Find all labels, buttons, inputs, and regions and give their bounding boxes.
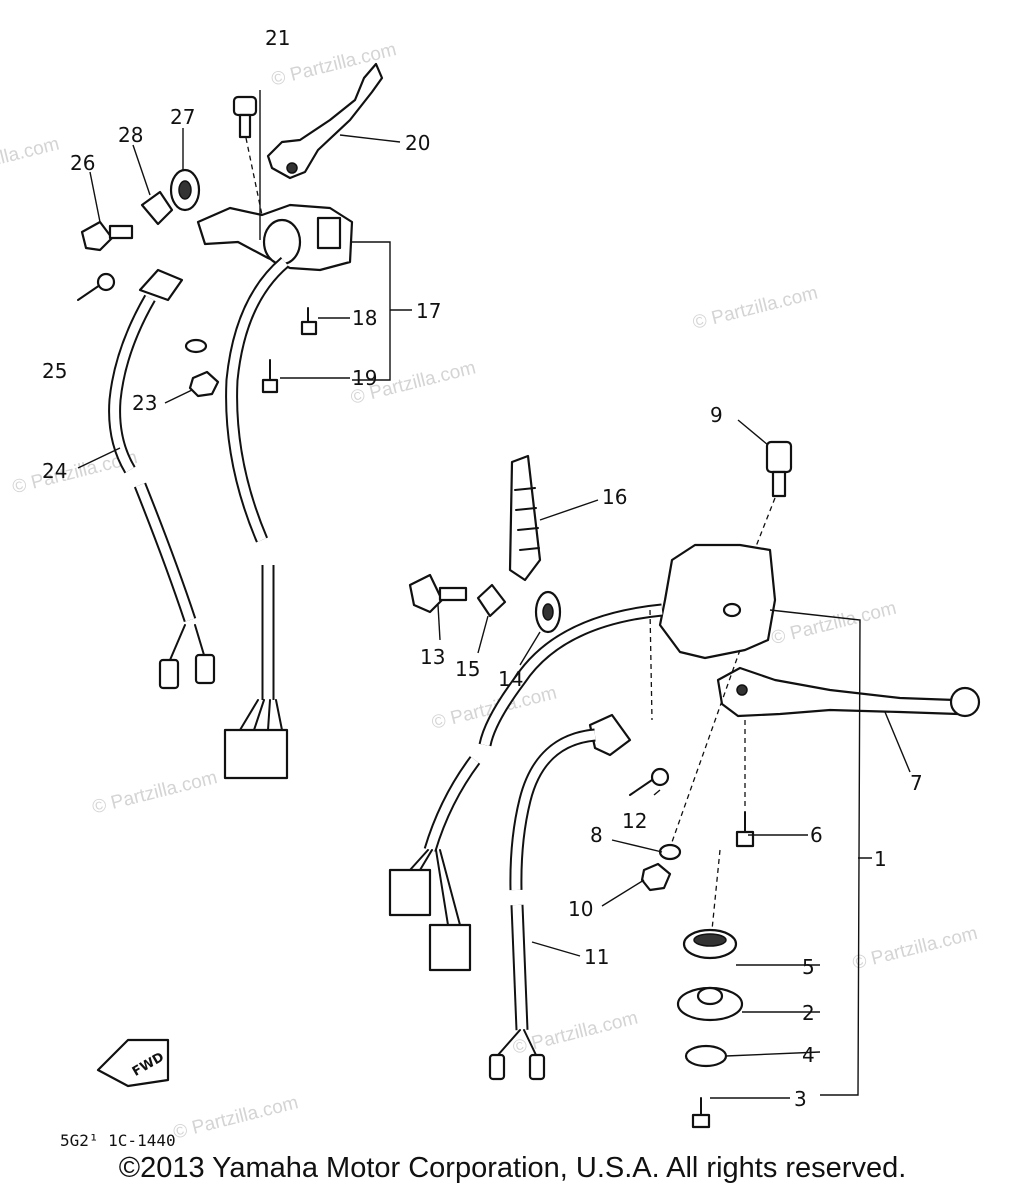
watermark: © Partzilla.com [691,282,820,333]
callout-11: 11 [584,945,609,969]
switch-screw [77,284,101,301]
watermark: © Partzilla.com [769,598,898,649]
switch-screw-head [650,767,670,787]
callout-9: 9 [710,403,723,427]
cap-screw [691,1113,711,1129]
callout-4: 4 [802,1043,815,1067]
callout-6: 6 [810,823,823,847]
harness-coupler [428,923,472,972]
lever-bolt [765,440,793,474]
harness-coupler [388,868,432,917]
watermark: © Partzilla.com [171,1092,300,1143]
housing-screw-long [261,378,279,394]
left-handlebar-switch-assembly [77,62,412,780]
watermark: © Partzilla.com [609,0,738,6]
hex-nut [188,370,220,398]
callout-7: 7 [910,771,923,795]
bullet-connector [158,658,180,690]
front-direction-marker: FWD [96,1038,170,1088]
callout-28: 28 [118,123,143,147]
callout-15: 15 [455,657,480,681]
bullet-connector [528,1053,546,1081]
callout-26: 26 [70,151,95,175]
callout-18: 18 [352,306,377,330]
right-handlebar-switch-assembly [388,419,981,1129]
callout-13: 13 [420,645,445,669]
brake-switch-cable [509,728,596,891]
brake-lever [716,666,960,718]
cable-band [508,454,542,582]
callout-14: 14 [498,667,523,691]
housing-hole [722,602,742,618]
housing-bore [262,218,302,266]
brake-lever-ball [949,686,981,718]
clutch-switch [138,268,184,302]
callout-16: 16 [602,485,627,509]
watermark: © Partzilla.com [850,923,979,974]
bullet-connector [488,1053,506,1081]
callout-19: 19 [352,366,377,390]
switch-screw [629,779,653,796]
callout-labels: 21 20 27 28 26 17 18 19 25 23 24 9 16 13… [42,26,923,1111]
adjuster-knob [80,220,114,252]
lever-screw [735,830,755,848]
watermark: © Partzilla.com [511,1008,640,1059]
brake-light-switch [588,713,632,757]
lever-bolt-shank [771,470,787,498]
callout-24: 24 [42,459,67,483]
copyright-notice: ©2013 Yamaha Motor Corporation, U.S.A. A… [118,1152,907,1184]
callout-8: 8 [590,823,603,847]
bullet-connector [194,653,216,685]
callout-12: 12 [622,809,647,833]
throttle-adjuster-screw [438,586,468,602]
harness-coupler [223,728,289,780]
callout-1: 1 [874,847,887,871]
callout-5: 5 [802,955,815,979]
switch-harness [225,257,290,543]
gear-hub [178,180,192,200]
callout-23: 23 [132,391,157,415]
drawing-code: 5G2¹ 1C-1440 [60,1131,176,1150]
switch-screw-head [96,272,116,292]
watermark: © Partzilla.com [90,767,219,818]
pivot-bolt-shank [238,113,252,139]
callout-2: 2 [802,1001,815,1025]
callout-21: 21 [265,26,290,50]
spring-clip [140,190,174,226]
clutch-lever [266,62,384,180]
callout-10: 10 [568,897,593,921]
fwd-arrow [96,1038,170,1088]
washer [684,1044,728,1068]
lever-pivot-hole [286,162,298,174]
pivot-bolt [232,95,258,117]
switch-spacer [184,338,208,354]
lever-nut [640,862,672,892]
throttle-clip [476,583,507,618]
callout-25: 25 [42,359,67,383]
switch-button [316,216,342,250]
callout-3: 3 [794,1087,807,1111]
right-switch-housing [658,543,777,660]
adjuster-screw [108,224,134,240]
throttle-adjuster [408,573,444,614]
callout-20: 20 [405,131,430,155]
callout-17: 17 [416,299,441,323]
watermark: © Partzilla.com [0,134,61,185]
watermark-layer: © Partzilla.com © Partzilla.com © Partzi… [0,0,980,1144]
callout-27: 27 [170,105,195,129]
housing-screw [300,320,318,336]
brake-switch-spacer [658,843,682,861]
